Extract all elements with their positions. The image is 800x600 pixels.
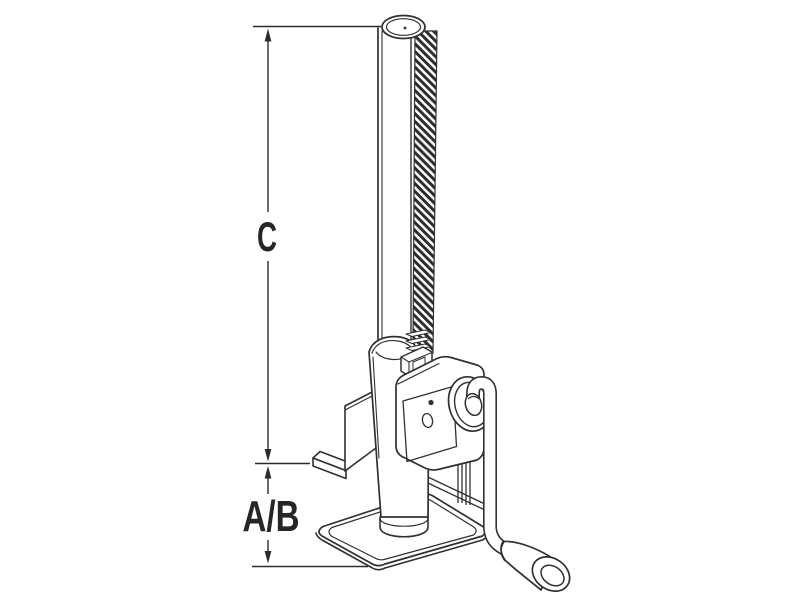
housing-pin <box>428 399 434 406</box>
mounting-bracket <box>312 389 377 480</box>
dim-c-arrow-up <box>264 28 272 42</box>
tube-top-ellipse <box>381 14 426 40</box>
crank-hub <box>464 392 483 417</box>
crank-handle <box>464 375 571 592</box>
dimension-c <box>253 25 381 465</box>
crank-rod-core <box>467 377 514 558</box>
bracket-plate-edge <box>344 393 377 411</box>
housing-front-plate <box>402 385 458 463</box>
inner-tube <box>377 27 412 352</box>
inner-tube-body <box>378 28 411 351</box>
rack-teeth <box>405 329 432 352</box>
frame-leg-lines <box>457 430 471 505</box>
outer-tube-wall-line <box>372 356 380 459</box>
tube-top-inner-ellipse <box>385 18 422 36</box>
tube-top <box>381 14 426 40</box>
tube-collar-rim <box>379 517 429 527</box>
housing-hole <box>421 412 434 429</box>
crank-hub-detail <box>467 395 480 400</box>
dim-ab-arrow-down <box>264 551 272 564</box>
dim-ab-arrow-up <box>264 466 272 479</box>
dimension-ab <box>252 466 368 568</box>
gear-rack <box>412 30 438 354</box>
dim-c-arrow-down <box>264 449 272 462</box>
knob-end-cap <box>531 556 571 592</box>
knob-end-inner <box>540 564 565 587</box>
gear-housing <box>395 355 493 471</box>
dim-ab-label: A/B <box>243 492 300 541</box>
housing-top-edge <box>397 362 440 385</box>
knob-collar <box>500 541 506 562</box>
dim-c-label: C <box>257 213 277 260</box>
tube-top-center-dot <box>403 26 407 30</box>
